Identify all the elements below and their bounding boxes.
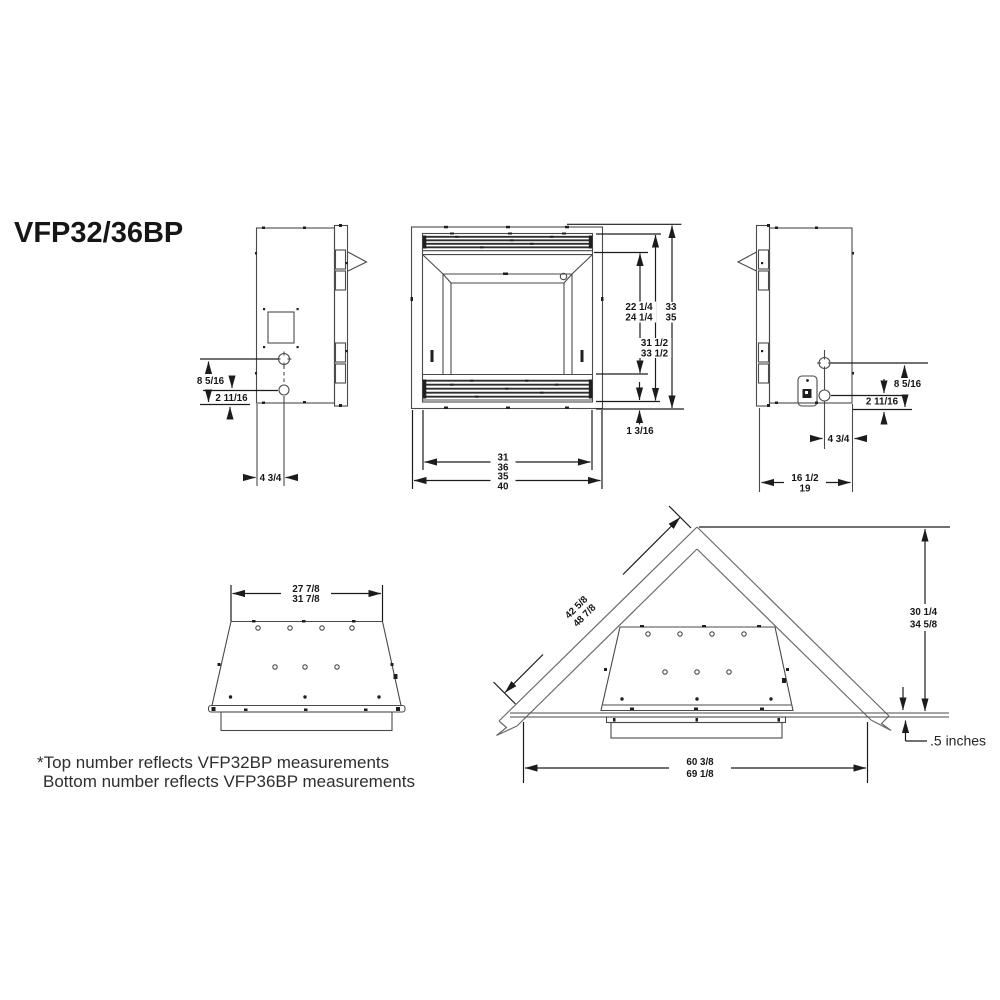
- footnote: *Top number reflects VFP32BP measurement…: [37, 753, 415, 791]
- dim-corner-height-vfp32: 30 1/4: [910, 607, 938, 618]
- electrical-inlet: [817, 355, 832, 371]
- corner-top-screws: [620, 631, 773, 701]
- corner-height-dimension: 30 1/4 34 5/8: [699, 526, 950, 712]
- dim-overall-width-vfp32: 35: [498, 472, 509, 483]
- dim-wall-thickness: .5 inches: [930, 733, 986, 749]
- front-view: 22 1/4 24 1/4 33 35 31 1/2 33 1/2 1 3/16…: [410, 223, 684, 493]
- model-title: VFP32/36BP: [14, 217, 183, 249]
- firebox-opening: [422, 254, 593, 376]
- footnote-line-1: *Top number reflects VFP32BP measurement…: [37, 753, 389, 772]
- dim-right-inlet-to-bottom: 2 11/16: [866, 397, 899, 408]
- corner-width-dimension: 60 3/8 69 1/8: [522, 722, 869, 783]
- dim-frame-height-vfp36: 33 1/2: [641, 349, 669, 360]
- dim-bottom-lip: 1 3/16: [626, 426, 654, 437]
- dim-top-width-vfp32: 27 7/8: [292, 584, 320, 595]
- dim-opening-width-vfp36: 36: [498, 463, 509, 474]
- dim-frame-height-vfp32: 31 1/2: [641, 338, 669, 349]
- wall-thickness-dimension: .5 inches: [901, 720, 986, 749]
- front-face: [610, 721, 783, 739]
- dim-overall-height-vfp32: 33: [666, 302, 677, 313]
- gas-valve: [797, 375, 818, 407]
- dim-opening-height-vfp36: 24 1/4: [625, 313, 653, 324]
- left-view-dimension-lines: [200, 358, 299, 482]
- top-view: 27 7/8 31 7/8: [207, 583, 406, 732]
- dim-top-width-vfp36: 31 7/8: [292, 594, 320, 605]
- corner-installation-view: 42 5/8 48 7/8 30 1/4 34 5/8 .5 inches 60…: [493, 505, 986, 783]
- dim-left-inlet-to-bottom: 2 11/16: [215, 393, 248, 404]
- dim-right-inlet-spacing: 8 5/16: [894, 379, 922, 390]
- bottom-louver: [422, 379, 593, 401]
- wall-break-right: [870, 715, 892, 732]
- electrical-inlet: [276, 351, 292, 367]
- dim-left-inlet-offset: 4 3/4: [260, 473, 282, 484]
- dim-overall-width-vfp36: 40: [498, 482, 509, 493]
- top-panel-screws: [228, 625, 381, 699]
- right-side-view: 8 5/16 2 11/16 4 3/4 16 1/2 19: [736, 224, 928, 495]
- dim-depth-vfp32: 16 1/2: [791, 473, 819, 484]
- gas-inlet: [818, 389, 831, 402]
- dim-right-inlet-offset: 4 3/4: [828, 434, 850, 445]
- dim-corner-height-vfp36: 34 5/8: [910, 620, 938, 631]
- vent-flag: [347, 251, 368, 272]
- dim-opening-height-vfp32: 22 1/4: [625, 302, 653, 313]
- dim-opening-width-vfp32: 31: [498, 453, 509, 464]
- dim-depth-vfp36: 19: [800, 484, 811, 495]
- gas-inlet: [278, 384, 290, 396]
- dim-front-width-vfp32: 60 3/8: [686, 757, 714, 768]
- wall-break-left: [496, 720, 518, 737]
- left-side-view: 8 5/16 2 11/16 4 3/4: [197, 224, 368, 486]
- corner-diagonal-dimension: 42 5/8 48 7/8: [493, 505, 692, 705]
- dim-front-width-vfp36: 69 1/8: [686, 769, 714, 780]
- dim-overall-height-vfp36: 35: [666, 313, 677, 324]
- top-louver: [422, 235, 593, 256]
- fireplace-top-outline: [600, 626, 794, 712]
- top-panel: [211, 620, 402, 707]
- footnote-line-2: Bottom number reflects VFP36BP measureme…: [43, 772, 415, 791]
- pilot-knockout: [559, 272, 568, 281]
- dim-left-inlet-spacing: 8 5/16: [197, 376, 225, 387]
- vent-flag: [736, 251, 757, 272]
- junction-box: [267, 311, 295, 344]
- corner-walls: [496, 526, 949, 737]
